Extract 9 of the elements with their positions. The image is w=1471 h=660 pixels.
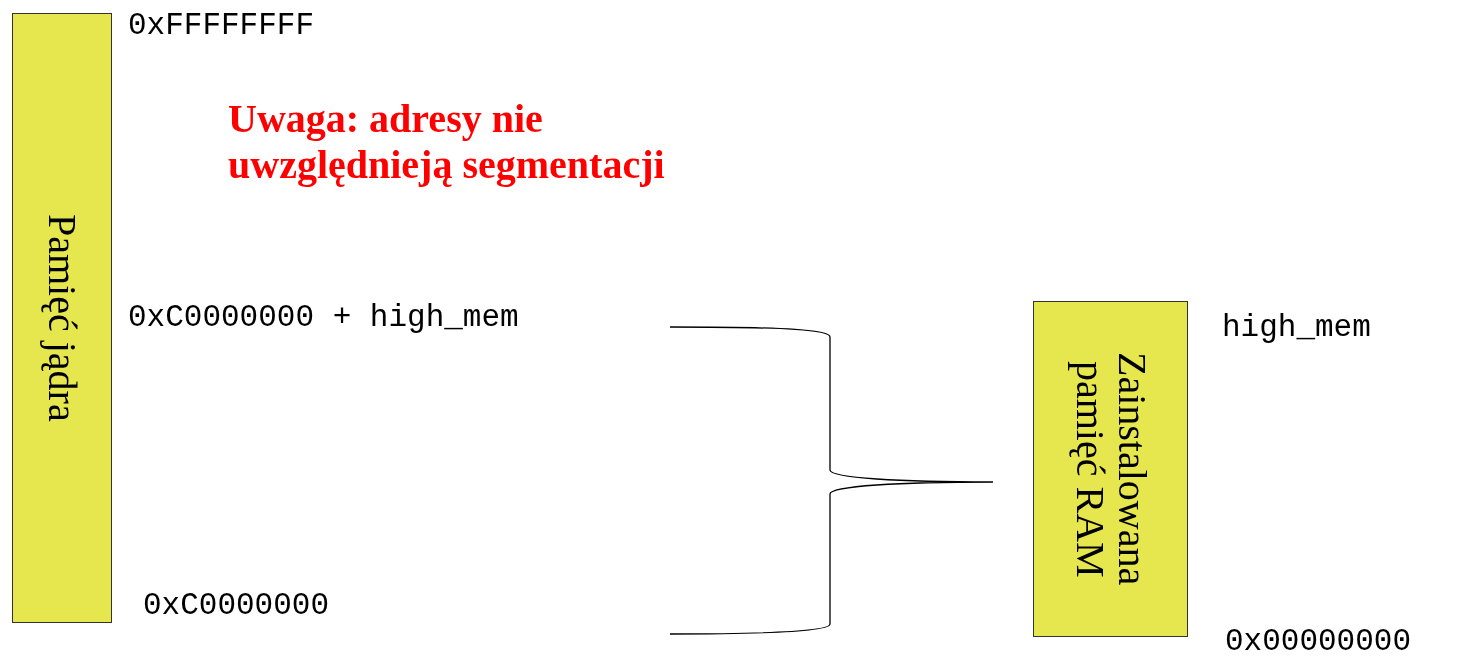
address-label: high_mem bbox=[1222, 312, 1371, 343]
address-label: 0xFFFFFFFF bbox=[128, 10, 315, 41]
memory-block bbox=[12, 13, 112, 623]
warning-note: Uwaga: adresy nie uwzględnieją segmentacji bbox=[228, 96, 666, 188]
address-label: 0xC0000000 bbox=[143, 590, 330, 621]
block-label: Zainstalowana pamięć RAM bbox=[1068, 351, 1153, 588]
block-label: Pamięć jądra bbox=[41, 214, 83, 422]
address-label: 0x00000000 bbox=[1225, 626, 1412, 657]
memory-block bbox=[1033, 301, 1188, 637]
